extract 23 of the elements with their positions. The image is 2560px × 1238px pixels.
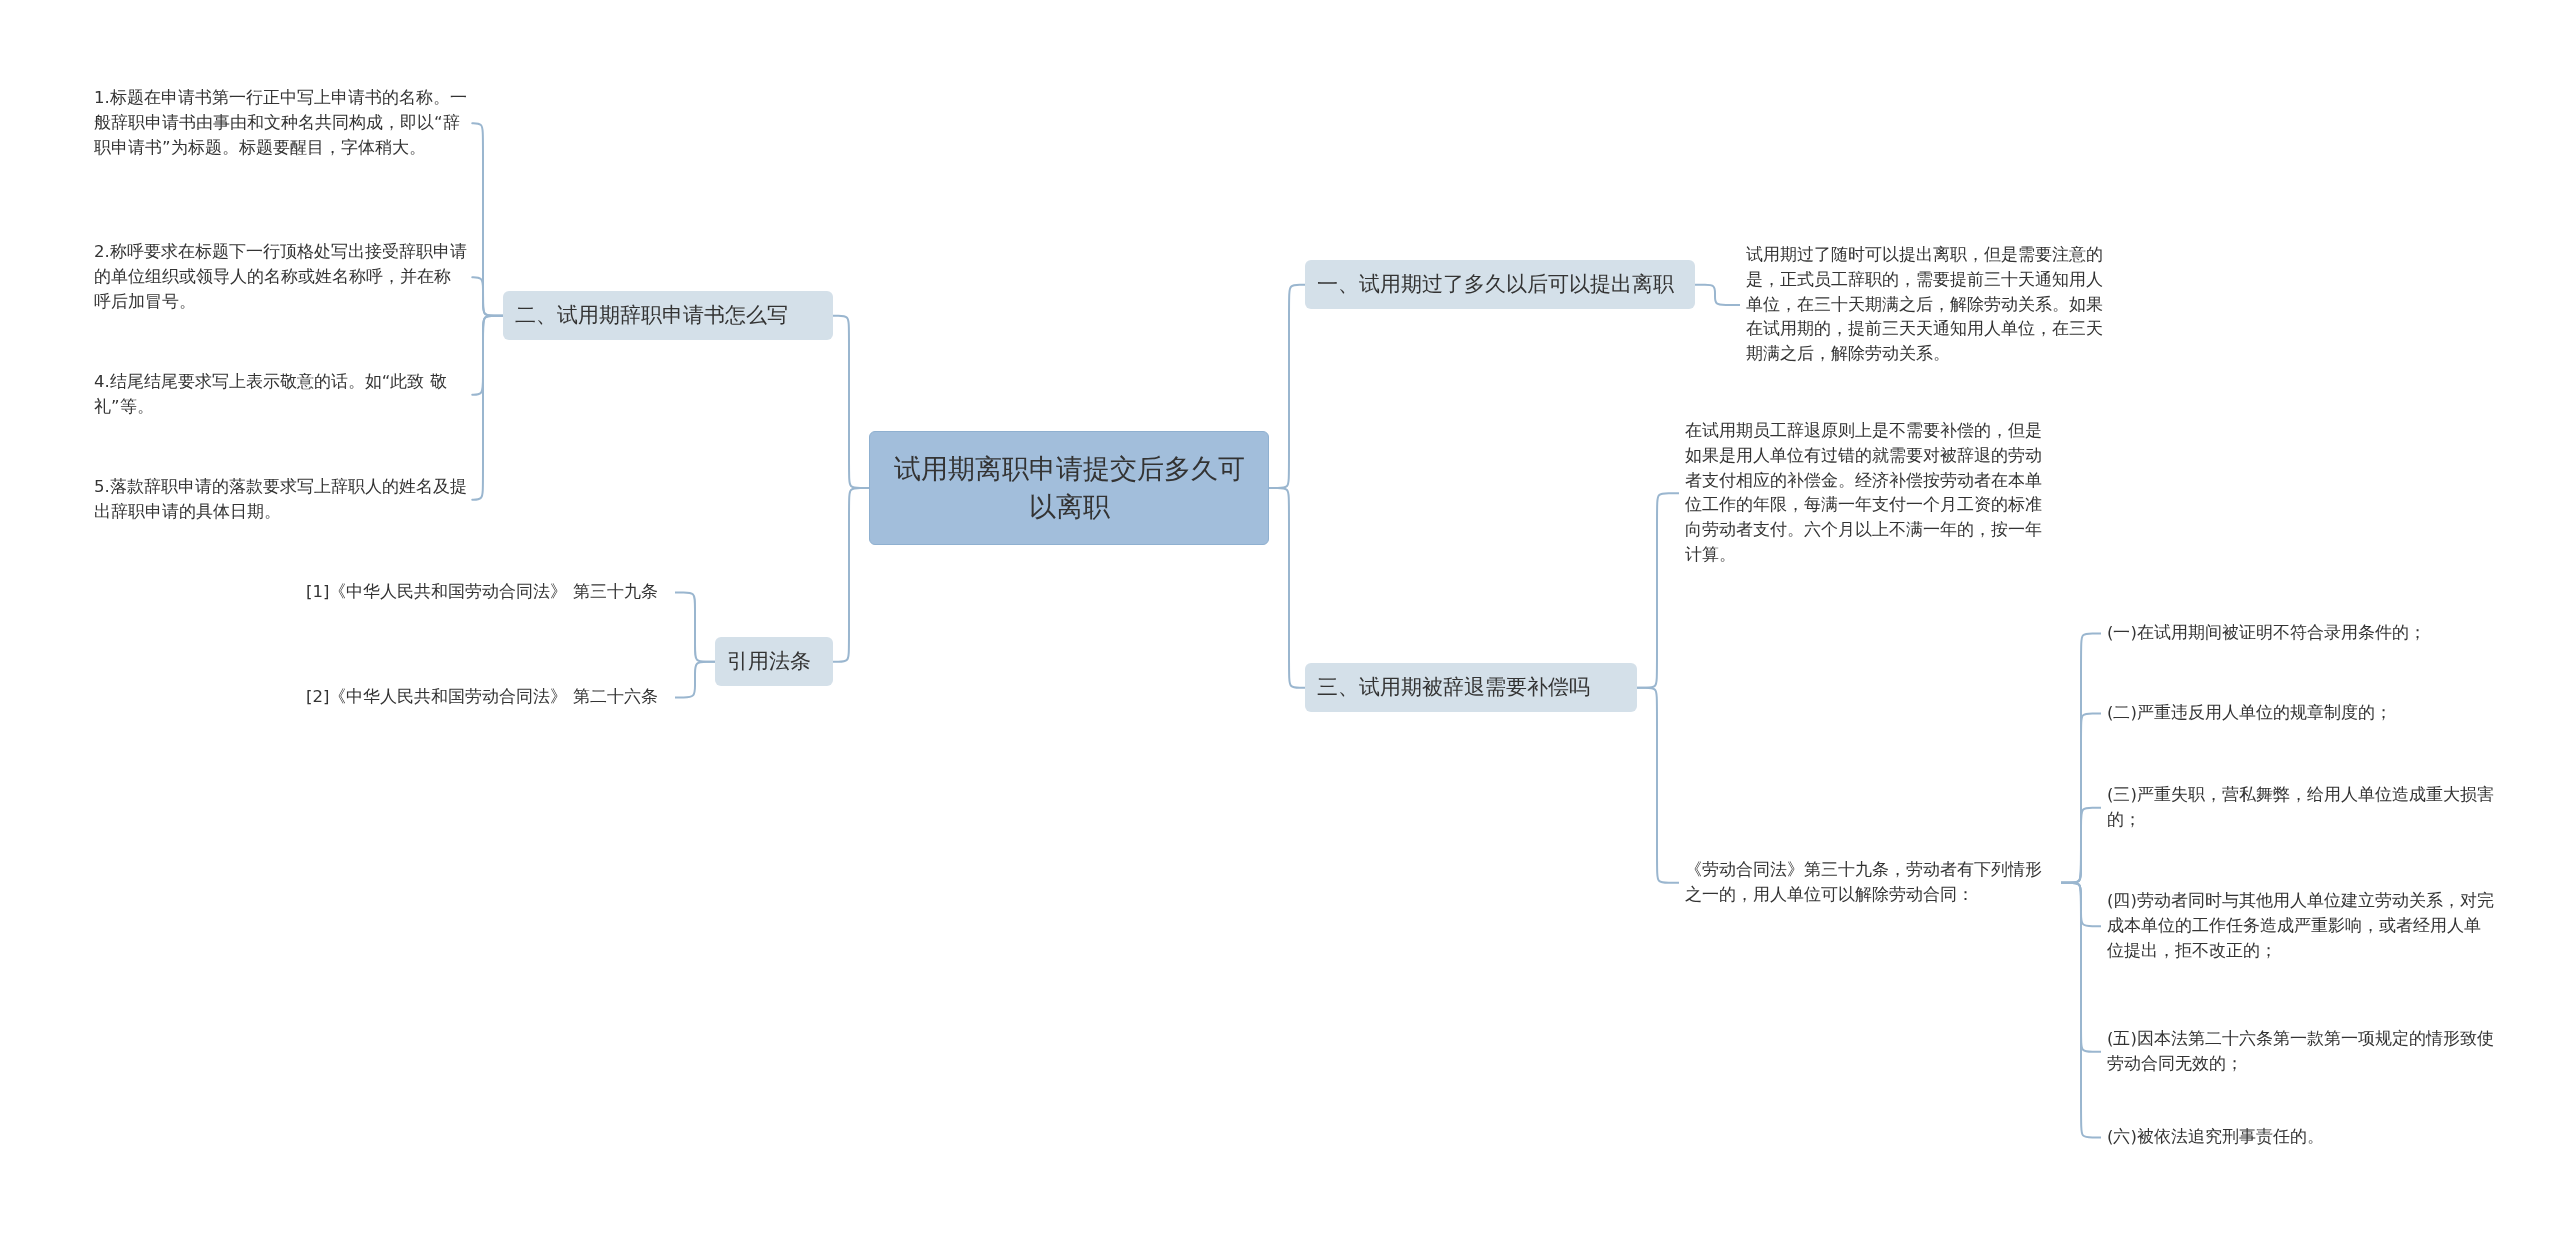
topic-text: (一)在试用期间被证明不符合录用条件的； — [2101, 621, 2501, 646]
topic-text: [1]《中华人民共和国劳动合同法》 第三十九条 — [300, 580, 675, 605]
topic-text: (六)被依法追究刑事责任的。 — [2101, 1125, 2501, 1150]
topic-box: 一、试用期过了多久以后可以提出离职 — [1305, 260, 1695, 310]
topic-text: 2.称呼要求在标题下一行顶格处写出接受辞职申请的单位组织或领导人的名称或姓名称呼，并在称呼后加冒号。 — [88, 240, 473, 315]
topic-text: (三)严重失职，营私舞弊，给用人单位造成重大损害的； — [2101, 783, 2501, 833]
topic-text: (五)因本法第二十六条第一款第一项规定的情形致使劳动合同无效的； — [2101, 1027, 2501, 1077]
topic-text: 4.结尾结尾要求写上表示敬意的话。如“此致 敬礼”等。 — [88, 370, 473, 420]
topic-text: 《劳动合同法》第三十九条，劳动者有下列情形之一的，用人单位可以解除劳动合同： — [1679, 858, 2061, 908]
topic-box: 引用法条 — [715, 637, 833, 687]
topic-text: 1.标题在申请书第一行正中写上申请书的名称。一般辞职申请书由事由和文种名共同构成，即以“辞职申请书”为标题。标题要醒目，字体稍大。 — [88, 86, 473, 161]
topic-text: 在试用期员工辞退原则上是不需要补偿的，但是如果是用人单位有过错的就需要对被辞退的劳动者支付相应的补偿金。经济补偿按劳动者在本单位工作的年限，每满一年支付一个月工资的标准向劳动者支付。六个月以上不满一年的，按一年计算。 — [1679, 419, 2061, 568]
central-topic: 试用期离职申请提交后多久可以离职 — [869, 431, 1269, 545]
topic-text: [2]《中华人民共和国劳动合同法》 第二十六条 — [300, 685, 675, 710]
topic-text: (四)劳动者同时与其他用人单位建立劳动关系，对完成本单位的工作任务造成严重影响，或者经用人单位提出，拒不改正的； — [2101, 889, 2501, 964]
connector-line — [1694, 283, 1741, 306]
topic-box: 三、试用期被辞退需要补偿吗 — [1305, 663, 1637, 713]
connector-line — [471, 314, 504, 501]
topic-text: 5.落款辞职申请的落款要求写上辞职人的姓名及提出辞职申请的具体日期。 — [88, 475, 473, 525]
topic-box: 二、试用期辞职申请书怎么写 — [503, 291, 833, 341]
topic-text: 试用期过了随时可以提出离职，但是需要注意的是，正式员工辞职的，需要提前三十天通知用人单位，在三十天期满之后，解除劳动关系。如果在试用期的，提前三天天通知用人单位，在三天期满之后，解除劳动关系。 — [1740, 243, 2120, 367]
topic-text: (二)严重违反用人单位的规章制度的； — [2101, 701, 2501, 726]
connector-line — [674, 660, 716, 699]
